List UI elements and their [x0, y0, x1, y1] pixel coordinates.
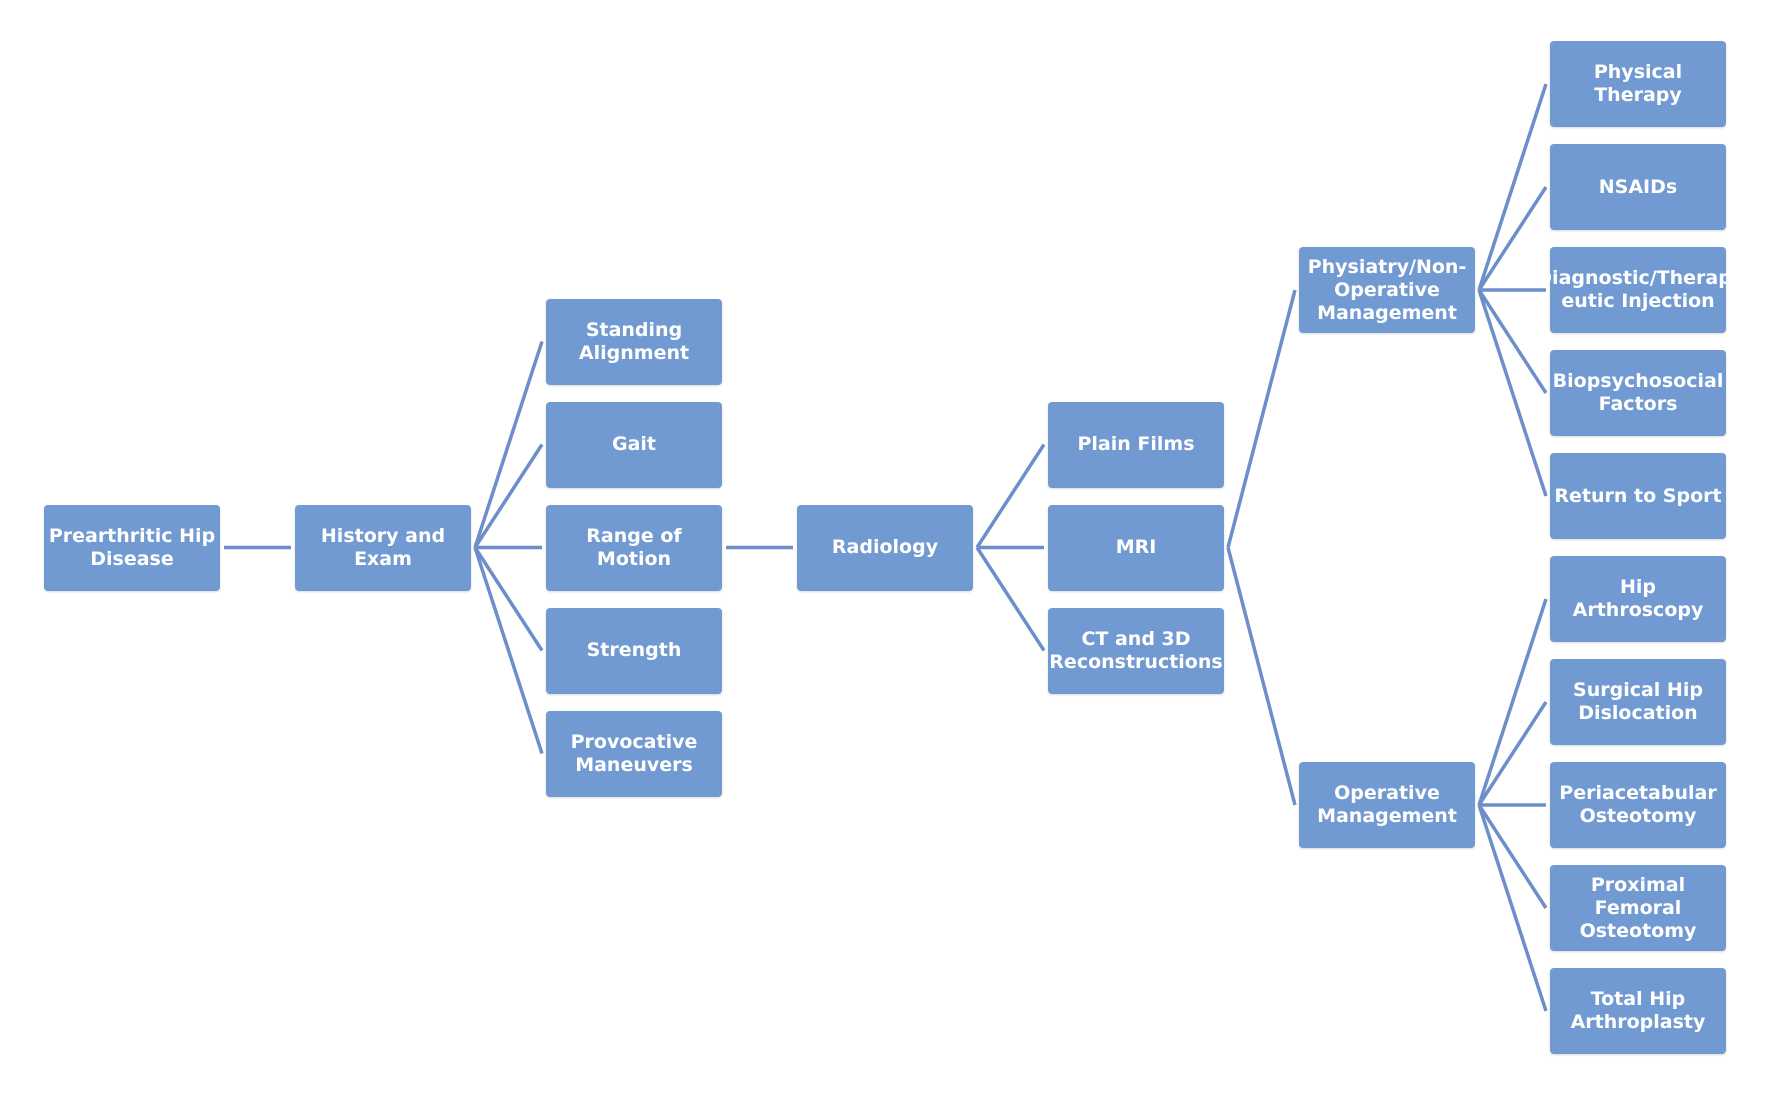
- node-history-and-exam: History and Exam: [295, 504, 471, 591]
- node-radiology: Radiology: [797, 504, 973, 591]
- node-plain-films: Plain Films: [1048, 401, 1224, 488]
- connector-rad-pf: [975, 443, 1046, 549]
- connector-mri-op: [1226, 547, 1297, 806]
- node-diagnostic-therapeutic-injection: Diagnostic/Therap- eutic Injection: [1536, 247, 1740, 333]
- node-physical-therapy: Physical Therapy: [1550, 41, 1726, 127]
- node-nsaids: NSAIDs: [1550, 144, 1726, 230]
- connector-hx-stand: [473, 340, 544, 549]
- node-provocative-maneuvers: Provocative Maneuvers: [546, 710, 722, 797]
- connector-hx-prov: [473, 546, 544, 755]
- connector-op-pfo: [1477, 804, 1548, 909]
- node-return-to-sport: Return to Sport: [1550, 453, 1726, 539]
- connector-rad-ct: [975, 546, 1046, 652]
- node-surgical-hip-dislocation: Surgical Hip Dislocation: [1550, 659, 1726, 745]
- connector-nonop-pt: [1477, 83, 1548, 291]
- node-proximal-femoral-osteotomy: Proximal Femoral Osteotomy: [1550, 865, 1726, 951]
- connector-hx-str: [473, 546, 544, 652]
- node-ct-3d-reconstructions: CT and 3D Reconstructions: [1048, 607, 1224, 694]
- node-periacetabular-osteotomy: Periacetabular Osteotomy: [1550, 762, 1726, 848]
- node-hip-arthroscopy: Hip Arthroscopy: [1550, 556, 1726, 642]
- connector-op-tha: [1477, 804, 1548, 1012]
- node-mri: MRI: [1048, 504, 1224, 591]
- connector-nonop-bio: [1477, 289, 1548, 394]
- node-range-of-motion: Range of Motion: [546, 504, 722, 591]
- connector-nonop-nsaid: [1477, 186, 1548, 291]
- node-standing-alignment: Standing Alignment: [546, 298, 722, 385]
- node-total-hip-arthroplasty: Total Hip Arthroplasty: [1550, 968, 1726, 1054]
- node-prearthritic-hip-disease: Prearthritic Hip Disease: [44, 504, 220, 591]
- node-physiatry-non-operative-management: Physiatry/Non- Operative Management: [1299, 247, 1475, 333]
- node-operative-management: Operative Management: [1299, 762, 1475, 848]
- node-biopsychosocial-factors: Biopsychosocial Factors: [1550, 350, 1726, 436]
- connector-hx-gait: [473, 443, 544, 549]
- node-gait: Gait: [546, 401, 722, 488]
- connector-nonop-rts: [1477, 289, 1548, 497]
- connector-op-shd: [1477, 701, 1548, 806]
- connector-mri-nonop: [1226, 289, 1297, 548]
- node-strength: Strength: [546, 607, 722, 694]
- connector-op-ha: [1477, 598, 1548, 806]
